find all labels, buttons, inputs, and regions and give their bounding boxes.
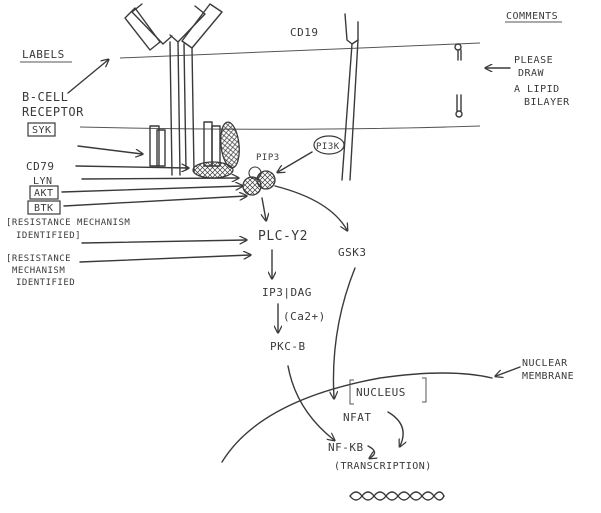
- pi3k-label: PI3K: [316, 142, 340, 152]
- nfat-label: NFAT: [343, 411, 372, 424]
- bilayer-comment: PLEASE DRAW A LIPID BILAYER: [514, 55, 570, 108]
- bilayer-glyphs: [454, 43, 463, 118]
- lyn-shape: [192, 161, 234, 179]
- label-pointer-arrows: [61, 60, 250, 263]
- left-labels: B-CELL RECEPTOR SYK CD79 LYN AKT BTK [RE…: [6, 90, 130, 288]
- svg-text:COMMENTS: COMMENTS: [506, 11, 558, 22]
- arrow-nfkb-loop: [367, 445, 375, 458]
- cd79-label: CD79: [26, 160, 55, 173]
- nuclear-comment-arrow: [496, 366, 521, 376]
- btk-label: BTK: [34, 203, 54, 214]
- arrow-to-gsk3: [274, 185, 347, 230]
- svg-text:MECHANISM: MECHANISM: [12, 266, 65, 276]
- cd19-shape: [341, 13, 359, 181]
- plc-label: PLC-Y2: [258, 229, 308, 244]
- nucleus-bracket-label: NUCLEUS: [349, 377, 427, 405]
- pi3k-oval: [313, 135, 345, 155]
- b-cell-receptor-shape: [124, 3, 223, 176]
- b-cell-receptor-label: B-CELL: [22, 90, 68, 104]
- pip-small: [248, 166, 262, 180]
- pkc-label: PKC-B: [270, 340, 306, 353]
- transcription-label: (TRANSCRIPTION): [334, 461, 432, 472]
- pip3-label: PIP3: [256, 153, 280, 163]
- comments-header: COMMENTS: [505, 11, 562, 23]
- akt-shape: [256, 170, 276, 190]
- svg-text:RECEPTOR: RECEPTOR: [22, 105, 84, 119]
- syk-label-box: [27, 122, 56, 137]
- svg-text:LABELS: LABELS: [22, 48, 65, 61]
- membrane-inner-line: [79, 125, 481, 130]
- cd19-label: CD19: [290, 26, 319, 39]
- membrane-outer-line: [119, 42, 481, 59]
- dna-helix-glyph: [349, 491, 445, 501]
- arrow-nfat-to-transcription: [387, 411, 403, 446]
- resistance-label-1: [RESISTANCE MECHANISM: [6, 218, 130, 228]
- syk-oval: [220, 121, 240, 169]
- akt-label: AKT: [34, 188, 54, 199]
- svg-text:PLEASE: PLEASE: [514, 55, 553, 66]
- arrow-gsk3-to-nfat: [333, 267, 356, 398]
- svg-text:MEMBRANE: MEMBRANE: [522, 371, 574, 382]
- svg-text:DRAW: DRAW: [518, 68, 545, 79]
- arrow-to-plc: [262, 197, 266, 220]
- ip3dag-label: IP3|DAG: [262, 286, 312, 299]
- lyn-label: LYN: [33, 176, 53, 187]
- calcium-label: (Ca2+): [283, 310, 326, 323]
- akt-label-box: [29, 185, 59, 200]
- svg-text:NUCLEAR: NUCLEAR: [522, 358, 568, 369]
- svg-text:IDENTIFIED: IDENTIFIED: [16, 278, 75, 288]
- syk-label: SYK: [32, 125, 52, 136]
- nfkb-label: NF-KB: [328, 441, 364, 454]
- nuclear-membrane-arc: [221, 372, 493, 463]
- svg-text:NUCLEUS: NUCLEUS: [356, 386, 406, 399]
- svg-text:BILAYER: BILAYER: [524, 97, 570, 108]
- svg-text:IDENTIFIED]: IDENTIFIED]: [16, 231, 81, 241]
- gsk3-label: GSK3: [338, 246, 367, 259]
- svg-text:A LIPID: A LIPID: [514, 84, 560, 95]
- labels-header: LABELS: [20, 48, 72, 63]
- btk-label-box: [27, 200, 61, 215]
- nuclear-membrane-comment: NUCLEAR MEMBRANE: [522, 358, 574, 382]
- resistance-label-2: [RESISTANCE: [6, 254, 71, 264]
- arrow-pkc-to-nfkb: [287, 365, 334, 440]
- pi3k-arrow: [278, 151, 313, 172]
